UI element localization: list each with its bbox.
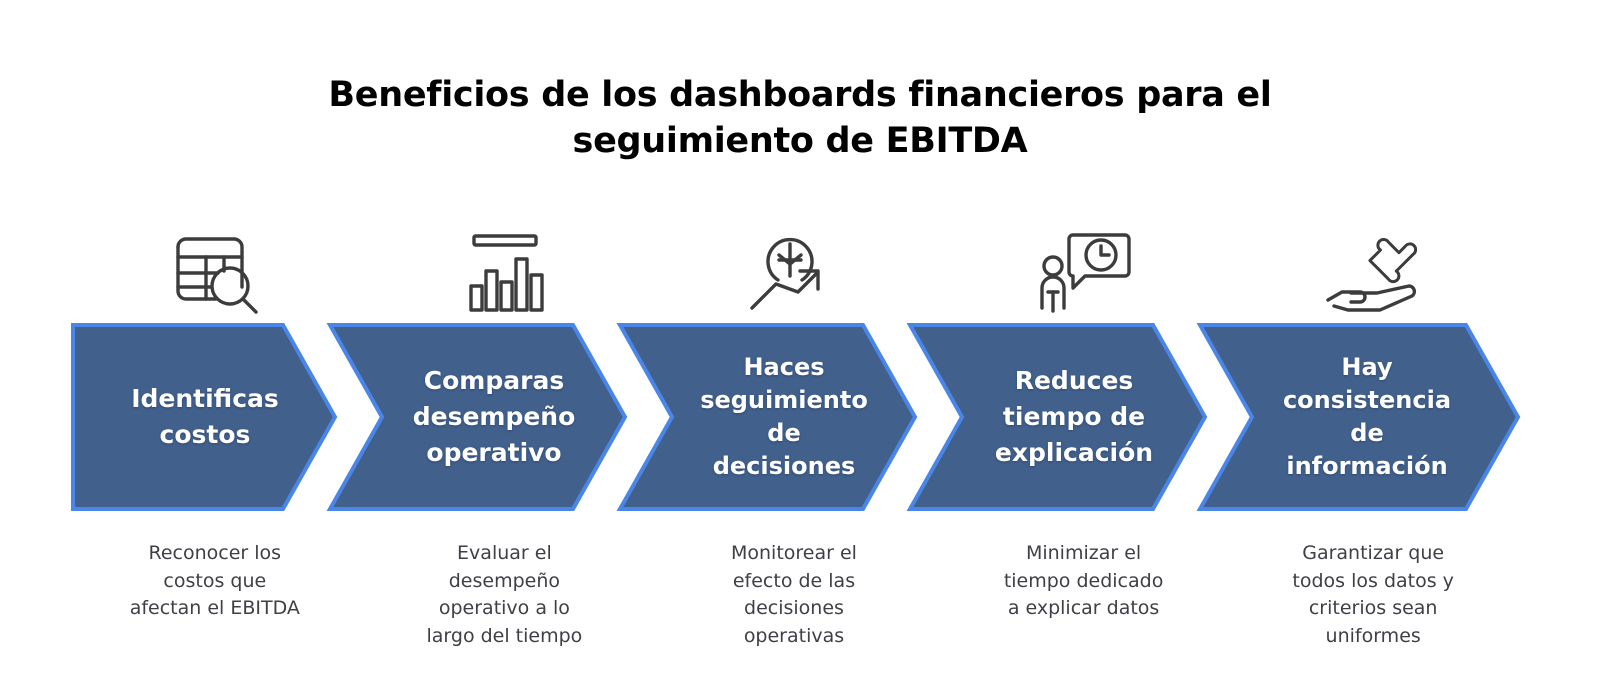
step-caption-5-line-4: uniformes (1325, 624, 1421, 647)
currency-growth-arrow-icon (746, 230, 842, 314)
step-caption-2-line-3: operativo a lo (438, 597, 570, 619)
step-caption-3-line-3: decisiones (744, 597, 844, 619)
page-title-line-2: seguimiento de EBITDA (572, 121, 1028, 161)
step-caption-2-line-2: desempeño (448, 569, 561, 592)
step-caption-2: Evaluar el desempeño operativo a lo larg… (360, 540, 650, 650)
step-caption-1-line-1: Reconocer los (148, 542, 282, 564)
step-icon-cell-2 (360, 222, 650, 322)
step-caption-5-line-2: todos los datos y (1292, 569, 1454, 592)
icon-row (70, 222, 1518, 322)
table-search-icon (168, 229, 262, 315)
step-caption-5-line-1: Garantizar que (1302, 542, 1445, 564)
caption-row: Reconocer los costos que afectan el EBIT… (70, 540, 1518, 650)
step-caption-1-line-3: afectan el EBITDA (129, 597, 300, 619)
step-caption-2-line-1: Evaluar el (457, 542, 552, 564)
step-icon-cell-5 (1228, 222, 1518, 322)
step-icon-cell-1 (70, 222, 360, 322)
chevron-shape-5 (1196, 323, 1521, 511)
step-caption-4-line-3: a explicar datos (1007, 597, 1160, 619)
step-caption-4-line-2: tiempo dedicado (1003, 569, 1164, 592)
step-caption-3-line-4: operativas (743, 624, 845, 647)
step-caption-1-line-2: costos que (163, 569, 267, 592)
step-caption-5-line-3: criterios sean (1308, 597, 1438, 619)
chevron-shape-4 (906, 323, 1208, 511)
step-icon-cell-4 (939, 222, 1229, 322)
chevron-shape-2 (326, 323, 628, 511)
page-title: Beneficios de los dashboards financieros… (0, 72, 1600, 164)
chevron-shape-3 (616, 323, 918, 511)
person-clock-speech-bubble-icon (1037, 230, 1131, 314)
step-icon-cell-3 (649, 222, 939, 322)
step-caption-2-line-4: largo del tiempo (426, 624, 583, 647)
step-caption-5: Garantizar que todos los datos y criteri… (1228, 540, 1518, 650)
step-caption-3: Monitorear el efecto de las decisiones o… (649, 540, 939, 650)
step-caption-3-line-1: Monitorear el (731, 542, 857, 564)
step-caption-4: Minimizar el tiempo dedicado a explicar … (939, 540, 1229, 650)
bar-chart-icon (462, 231, 546, 313)
step-caption-3-line-2: efecto de las (732, 569, 856, 592)
chevron-shape-1 (71, 323, 338, 511)
step-caption-1: Reconocer los costos que afectan el EBIT… (70, 540, 360, 650)
step-caption-4-line-1: Minimizar el (1025, 542, 1142, 564)
chevron-row (0, 322, 1600, 512)
hand-puzzle-piece-icon (1324, 230, 1422, 314)
page-title-line-1: Beneficios de los dashboards financieros… (328, 75, 1272, 115)
